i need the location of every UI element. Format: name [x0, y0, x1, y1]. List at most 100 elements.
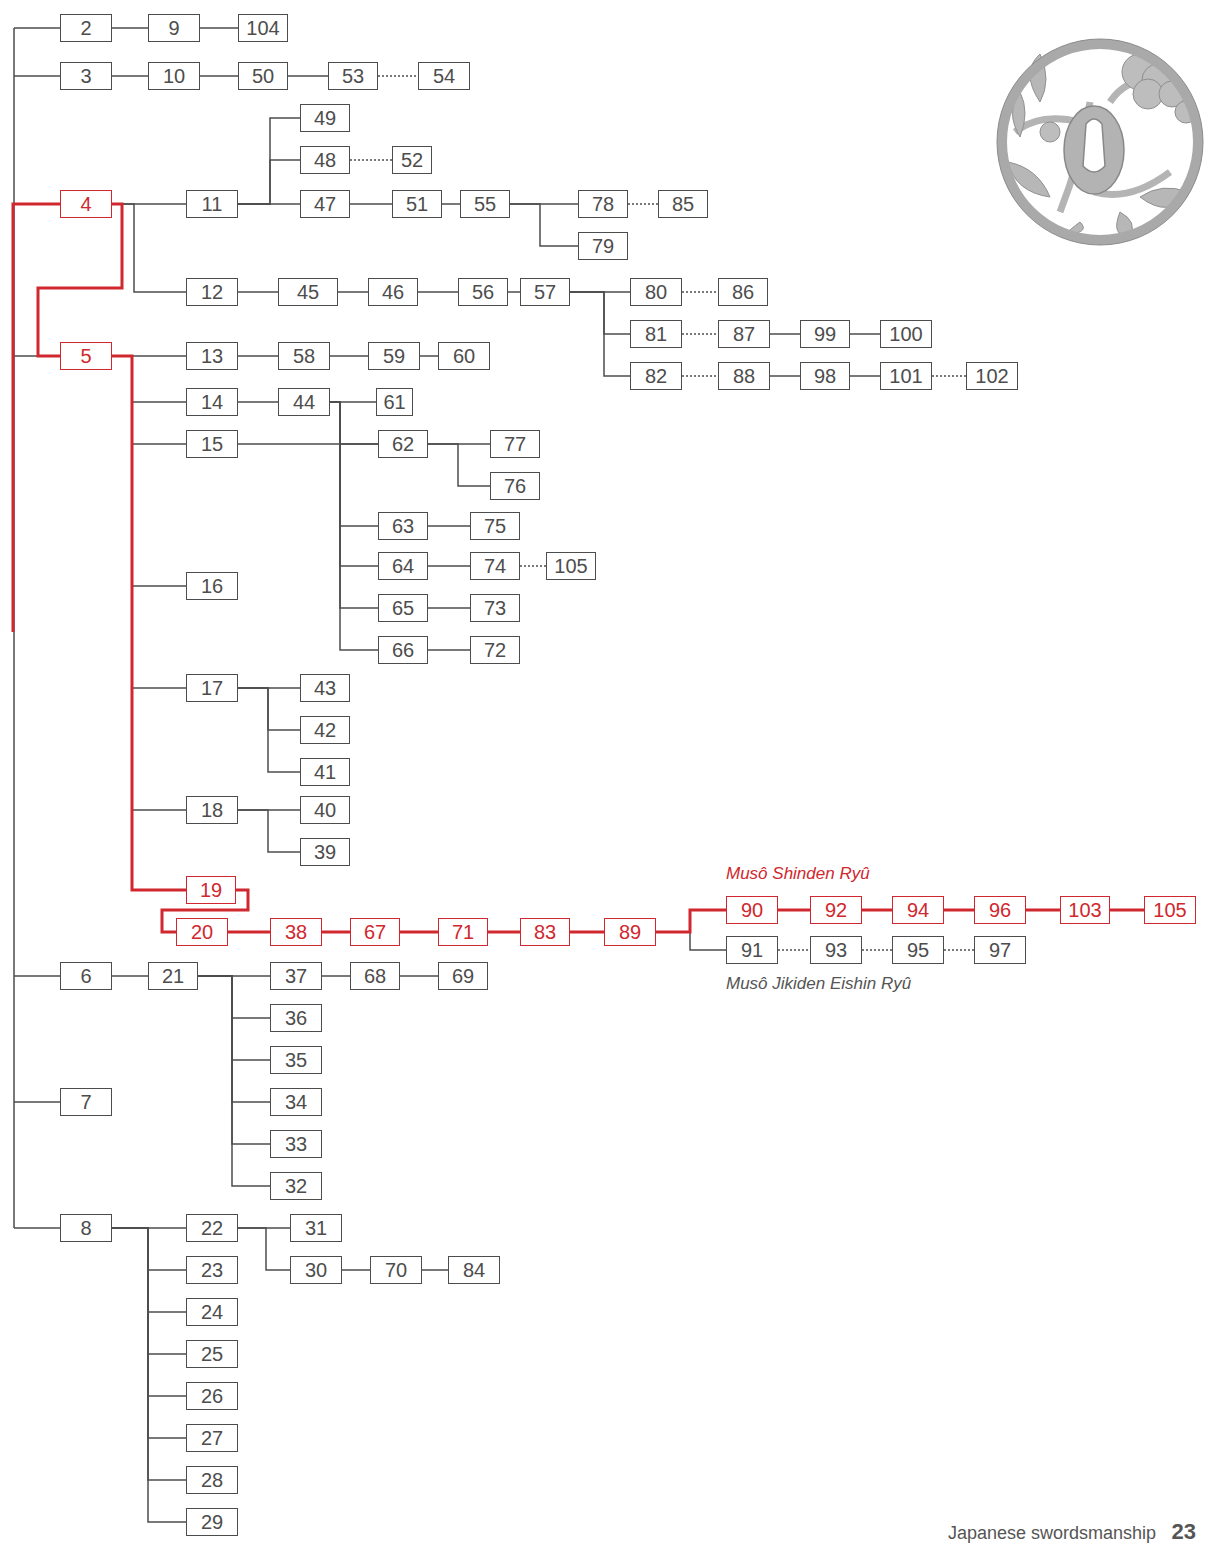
lineage-box: 19	[186, 876, 236, 904]
lineage-line	[112, 356, 186, 444]
member-number: 18	[201, 800, 223, 820]
lineage-line	[508, 292, 520, 293]
lineage-line	[198, 976, 270, 1144]
member-number: 65	[392, 598, 414, 618]
member-number: 58	[293, 346, 315, 366]
member-number: 27	[201, 1428, 223, 1448]
lineage-box: 105	[546, 552, 596, 580]
tsuba-nakago-ana	[1083, 119, 1105, 172]
lineage-box: 71	[438, 918, 488, 946]
member-number: 93	[825, 940, 847, 960]
member-number: 59	[383, 346, 405, 366]
lineage-box: 86	[718, 278, 768, 306]
member-number: 78	[592, 194, 614, 214]
lineage-box: 44	[278, 388, 330, 416]
lineage-line	[112, 1228, 186, 1438]
member-number: 98	[814, 366, 836, 386]
lineage-box: 94	[892, 896, 944, 924]
lineage-box: 28	[186, 1466, 238, 1494]
member-number: 3	[80, 66, 91, 86]
lineage-box: 46	[368, 278, 418, 306]
member-number: 66	[392, 640, 414, 660]
member-number: 30	[305, 1260, 327, 1280]
lineage-line	[350, 160, 392, 161]
member-number: 23	[201, 1260, 223, 1280]
member-number: 24	[201, 1302, 223, 1322]
member-number: 13	[201, 346, 223, 366]
trunk-line	[14, 28, 60, 1228]
lineage-box: 64	[378, 552, 428, 580]
member-number: 49	[314, 108, 336, 128]
lineage-box: 60	[438, 342, 490, 370]
lineage-line	[238, 1228, 290, 1270]
member-number: 17	[201, 678, 223, 698]
member-number: 38	[285, 922, 307, 942]
lineage-box: 99	[800, 320, 850, 348]
lineage-line	[112, 1228, 186, 1312]
lineage-box: 56	[458, 278, 508, 306]
lineage-box: 30	[290, 1256, 342, 1284]
lineage-box: 90	[726, 896, 778, 924]
lineage-box: 52	[392, 146, 432, 174]
lineage-line	[112, 28, 148, 29]
member-number: 15	[201, 434, 223, 454]
lineage-box: 104	[238, 14, 288, 42]
member-number: 12	[201, 282, 223, 302]
lineage-line	[288, 76, 328, 77]
member-number: 2	[80, 18, 91, 38]
member-number: 29	[201, 1512, 223, 1532]
lineage-line	[378, 76, 418, 77]
lineage-line	[238, 402, 278, 403]
lineage-box: 53	[328, 62, 378, 90]
lineage-line	[428, 650, 470, 651]
member-number: 101	[889, 366, 922, 386]
member-number: 46	[382, 282, 404, 302]
lineage-box: 103	[1060, 896, 1110, 924]
member-number: 48	[314, 150, 336, 170]
member-number: 73	[484, 598, 506, 618]
member-number: 103	[1068, 900, 1101, 920]
lineage-line	[112, 356, 186, 688]
lineage-line	[570, 292, 630, 376]
lineage-box: 16	[186, 572, 238, 600]
member-number: 7	[80, 1092, 91, 1112]
lineage-box: 79	[578, 232, 628, 260]
member-number: 87	[733, 324, 755, 344]
page-number: 23	[1172, 1519, 1196, 1545]
lineage-box: 50	[238, 62, 288, 90]
member-number: 34	[285, 1092, 307, 1112]
lineage-box: 102	[966, 362, 1018, 390]
member-number: 37	[285, 966, 307, 986]
lineage-box: 13	[186, 342, 238, 370]
lineage-line	[330, 402, 378, 444]
lineage-box: 18	[186, 796, 238, 824]
lineage-line	[112, 356, 186, 402]
lineage-box: 88	[718, 362, 770, 390]
lineage-box: 49	[300, 104, 350, 132]
member-number: 74	[484, 556, 506, 576]
lineage-box: 73	[470, 594, 520, 622]
lineage-box: 68	[350, 962, 400, 990]
lineage-box: 42	[300, 716, 350, 744]
lineage-line	[770, 376, 800, 377]
lineage-line	[238, 356, 278, 357]
lineage-box: 41	[300, 758, 350, 786]
member-number: 28	[201, 1470, 223, 1490]
tsuba-seppa-dai	[1064, 106, 1124, 194]
lineage-line	[944, 950, 974, 951]
lineage-box: 11	[186, 190, 238, 218]
lineage-line	[682, 334, 718, 335]
lineage-line	[510, 204, 578, 246]
lineage-line	[112, 356, 186, 890]
lineage-line	[428, 526, 470, 527]
lineage-box: 72	[470, 636, 520, 664]
member-number: 54	[433, 66, 455, 86]
lineage-line	[420, 356, 438, 357]
member-number: 31	[305, 1218, 327, 1238]
lineage-line	[198, 976, 270, 1018]
lineage-box: 70	[370, 1256, 422, 1284]
lineage-box: 22	[186, 1214, 238, 1242]
lineage-box: 75	[470, 512, 520, 540]
lineage-line	[200, 28, 238, 29]
lineage-line	[112, 76, 148, 77]
